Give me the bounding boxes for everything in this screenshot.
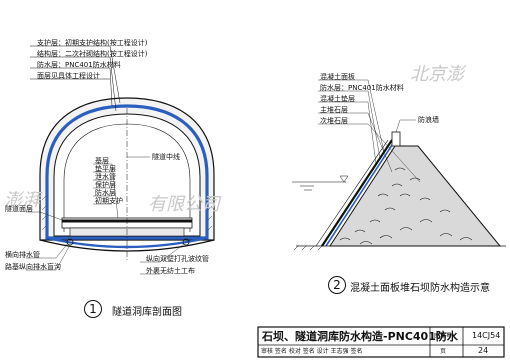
label-surface-layer: 面层见具体工程设计: [37, 72, 100, 80]
label-inner-layer-protect: 保护层: [95, 181, 116, 189]
label-inner-layer-waterproof: 防水层: [95, 189, 116, 197]
watermark-text: 北京澎: [410, 64, 464, 85]
label-corrugated-pipe: 纵向双壁打孔波纹管: [146, 255, 209, 263]
label-longitudinal-drain: 路基纵向排水盲沟: [5, 263, 61, 271]
label-concrete-face-slab: 混凝土面板: [320, 73, 355, 81]
label-main-rockfill: 主堆石层: [320, 106, 348, 114]
label-support-layer: 支护层：初期支护结构(按工程设计): [37, 39, 148, 47]
dam-section-drawing: [292, 79, 506, 251]
label-secondary-rockfill: 次堆石层: [320, 117, 348, 125]
titleblock-title: 石坝、隧道洞库防水构造-PNC401防水: [262, 330, 458, 343]
label-transverse-drain: 横向排水管: [5, 251, 40, 259]
label-inner-layer-support: 初期支护: [95, 197, 123, 205]
label-concrete-cushion: 混凝土垫层: [320, 95, 355, 103]
watermark-text: 澎湃: [4, 190, 40, 211]
caption-tunnel-section: 隧道洞库剖面图: [112, 307, 182, 318]
titleblock-atlas-label: 图集号: [434, 333, 453, 340]
drawing-number-1: 1: [84, 300, 102, 318]
label-inner-layer-drain: 泄水管: [95, 173, 116, 181]
label-geotextile: 外裹无纺土工布: [146, 267, 195, 275]
watermark-text: 有限公司: [148, 194, 220, 215]
label-wave-wall: 防浪墙: [418, 116, 439, 124]
caption-dam-section: 混凝土面板堆石坝防水构造示意: [350, 283, 490, 294]
titleblock-page-number: 24: [478, 346, 489, 355]
label-dam-waterproof: 防水层：PNC401防水材料: [320, 84, 404, 92]
label-centerline: 隧道中线: [152, 153, 180, 161]
titleblock-atlas-number: 14CJ54: [472, 331, 501, 340]
label-structure-layer: 结构层：二次衬砌结构(按工程设计): [37, 50, 148, 58]
label-inner-layer-leveling: 垫平层: [95, 165, 116, 173]
titleblock-page-label: 页: [440, 348, 447, 355]
tunnel-section-drawing: [26, 45, 215, 275]
label-waterproof-layer: 防水层：PNC401防水材料: [37, 61, 121, 69]
label-road-surface: 隧道面层: [5, 205, 33, 213]
titleblock-signatures: 审核 签名 校对 签名 设计 王志强 签名: [261, 348, 363, 355]
titleblock-grid: [257, 326, 505, 358]
drawing-number-2: 2: [328, 276, 346, 294]
label-inner-layer-base: 基层: [95, 157, 109, 165]
